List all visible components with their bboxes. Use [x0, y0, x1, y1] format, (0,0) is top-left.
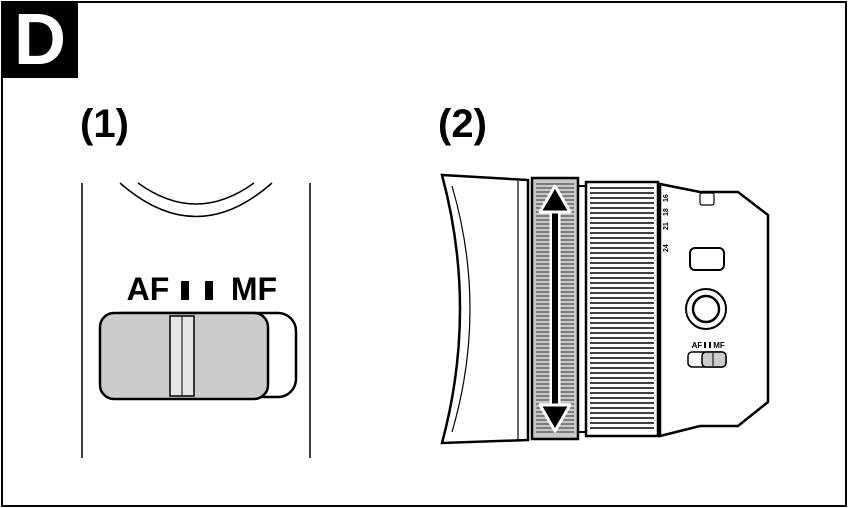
- step-label-2: (2): [438, 102, 487, 146]
- rotate-arrow: [538, 184, 572, 433]
- rotate-arrow-head-down: [538, 403, 572, 433]
- mini-switch-label-mf: MF: [713, 341, 725, 350]
- mini-switch-label-af: AF: [692, 341, 703, 350]
- mount-arc-outer: [119, 182, 273, 218]
- rotate-arrow-head-up: [538, 184, 572, 214]
- step-label-1: (1): [80, 102, 129, 146]
- switch-closeup: AF MF: [81, 182, 311, 458]
- mount-arc-inner: [137, 182, 255, 205]
- lens-indicator-window: [689, 247, 725, 271]
- lens-sideview: 16 18 21 24 AF MF: [440, 173, 770, 445]
- lens-hood: [440, 173, 530, 445]
- focal-mark: 18: [663, 208, 670, 216]
- lens-hood-edge: [451, 185, 471, 433]
- focal-mark: 16: [663, 194, 670, 202]
- focal-length-scale: 16 18 21 24: [663, 194, 670, 252]
- focal-mark: 21: [663, 222, 670, 230]
- lens-badge: [699, 192, 715, 206]
- mini-switch-detent: [704, 342, 706, 348]
- switch-label-af: AF: [127, 271, 170, 307]
- switch-detent-mark: [181, 281, 189, 300]
- panel-badge: D: [2, 2, 78, 78]
- switch-detent-mark: [205, 281, 213, 300]
- focal-mark: 24: [663, 244, 670, 252]
- mini-switch-slider: [701, 351, 727, 368]
- mini-switch-detent: [709, 342, 711, 348]
- focus-hold-button-inner: [691, 294, 721, 324]
- zoom-ring-ridges: [590, 187, 654, 429]
- switch-label-mf: MF: [231, 271, 277, 307]
